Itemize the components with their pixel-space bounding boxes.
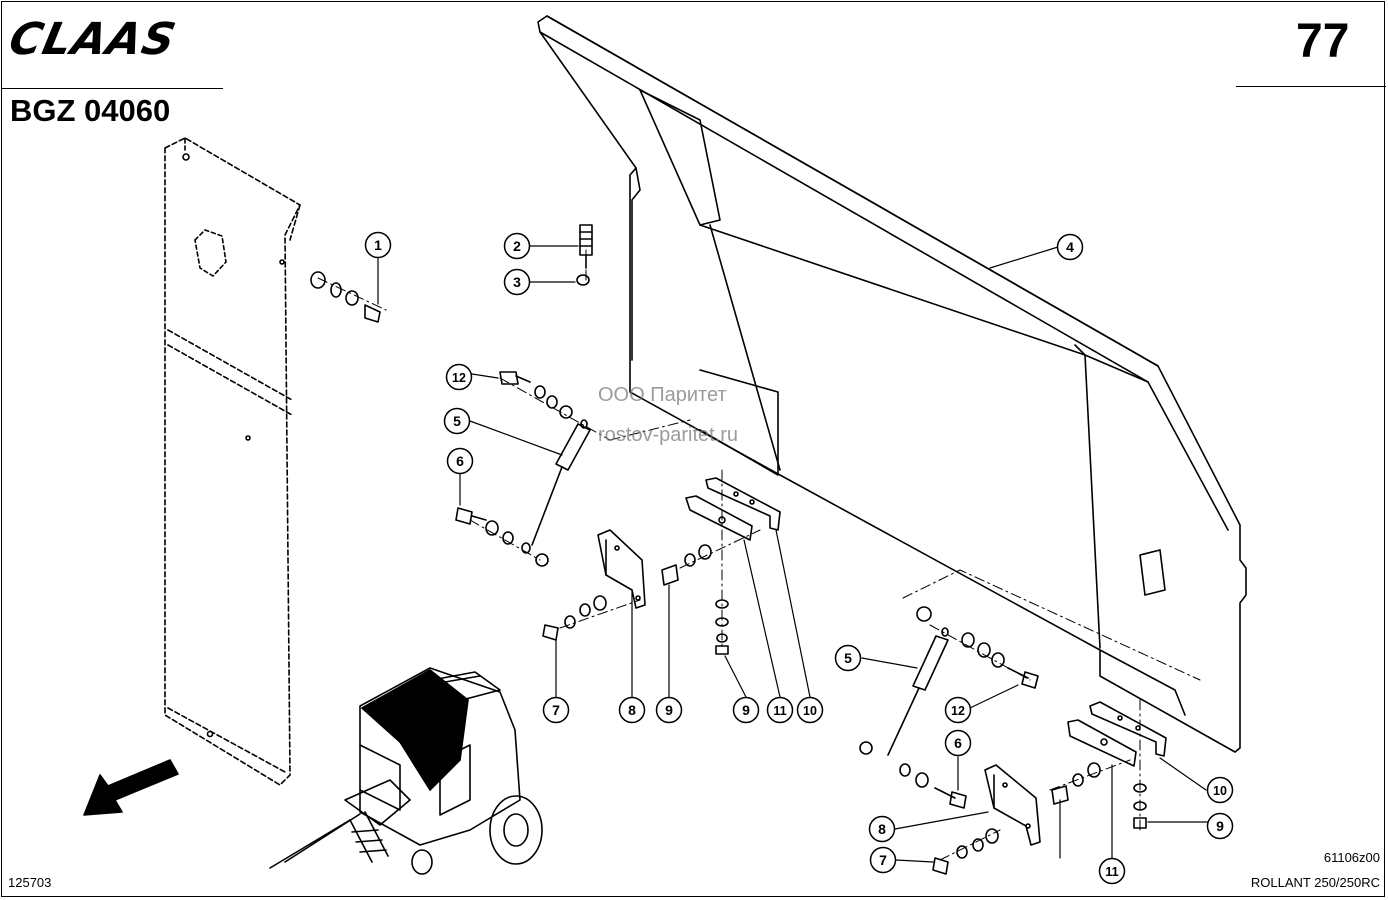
callout-c5b: 5 <box>834 644 862 672</box>
callout-c6a: 6 <box>446 447 474 475</box>
callout-c2: 2 <box>503 232 531 260</box>
bracket-part-8-upper <box>597 529 646 609</box>
baler-illustration <box>269 667 543 875</box>
bolt-part-12-lower <box>961 632 1039 689</box>
callout-label: 11 <box>773 704 786 718</box>
plate-part-11-lower <box>1067 719 1137 767</box>
callout-label: 12 <box>951 704 965 718</box>
bolt-part-9-lower <box>1051 762 1101 805</box>
callout-c11a: 11 <box>766 696 794 724</box>
callout-label: 6 <box>954 735 962 751</box>
drawing-number: 125703 <box>8 875 52 890</box>
watermark-company: ООО Паритет <box>598 384 727 406</box>
callout-c9b: 9 <box>732 696 760 724</box>
callout-c12a: 12 <box>445 363 473 391</box>
side-panel <box>164 137 301 786</box>
callout-c8a: 8 <box>618 696 646 724</box>
callout-label: 12 <box>452 371 466 385</box>
assembly-center-lines <box>317 249 1201 861</box>
watermark-url: rostov-paritet.ru <box>598 424 739 446</box>
callout-c5a: 5 <box>443 407 471 435</box>
callout-c9a: 9 <box>655 696 683 724</box>
header-rule-left <box>1 88 223 89</box>
callout-label: 1 <box>374 237 382 253</box>
callout-label: 7 <box>552 702 560 718</box>
callout-label: 8 <box>878 821 886 837</box>
gas-strut-upper <box>531 419 591 546</box>
gas-strut-lower <box>859 606 949 756</box>
callout-c6b: 6 <box>944 729 972 757</box>
callout-c7b: 7 <box>869 846 897 874</box>
callout-label: 9 <box>742 702 750 718</box>
hardware-part-1 <box>310 271 381 323</box>
bolt-part-7-lower <box>932 828 999 875</box>
angle-part-10-upper <box>705 477 781 531</box>
callout-label: 3 <box>513 274 521 290</box>
angle-part-10-lower <box>1089 701 1167 757</box>
callout-label: 9 <box>1216 818 1224 834</box>
callout-c10b: 10 <box>1206 776 1234 804</box>
callout-c11b: 11 <box>1098 857 1126 885</box>
callout-c12b: 12 <box>944 696 972 724</box>
bolt-part-12-upper <box>499 371 573 419</box>
group-code: BGZ 04060 <box>10 93 171 128</box>
bolt-part-6-upper <box>455 507 549 567</box>
callout-c3: 3 <box>503 268 531 296</box>
callout-label: 10 <box>803 704 817 718</box>
callout-label: 5 <box>844 650 852 666</box>
figure-reference: 61106z00 <box>1323 850 1380 865</box>
bolt-part-6-lower <box>899 763 967 809</box>
callout-label: 4 <box>1066 239 1074 255</box>
bolt-part-9-upper <box>661 544 712 586</box>
callout-label: 6 <box>456 453 464 469</box>
spring-part-2 <box>579 224 593 269</box>
page-number: 77 <box>1296 15 1350 68</box>
callout-c9c: 9 <box>1206 812 1234 840</box>
clip-part-3 <box>576 274 590 286</box>
callout-label: 11 <box>1105 865 1118 879</box>
bracket-part-8-lower <box>984 764 1041 846</box>
header-rule-right <box>1236 86 1386 87</box>
callout-label: 9 <box>665 702 673 718</box>
callout-c4: 4 <box>1056 233 1084 261</box>
machine-model: ROLLANT 250/250RC <box>1250 875 1380 890</box>
callout-label: 5 <box>453 413 461 429</box>
nut-stack-lower <box>1133 783 1147 829</box>
callout-label: 2 <box>513 238 521 254</box>
callout-label: 10 <box>1213 784 1227 798</box>
callout-c8b: 8 <box>868 815 896 843</box>
callout-c1: 1 <box>364 231 392 259</box>
nut-stack-upper <box>715 599 729 655</box>
callout-label: 7 <box>879 852 887 868</box>
callout-leaders <box>377 245 1209 863</box>
callout-c7a: 7 <box>542 696 570 724</box>
front-cover-part-4 <box>537 15 1247 753</box>
callout-label: 8 <box>628 702 636 718</box>
callout-c10a: 10 <box>796 696 824 724</box>
bolt-part-7-upper <box>542 595 607 641</box>
plate-part-11-upper <box>685 495 753 541</box>
direction-arrow-icon <box>83 759 179 816</box>
